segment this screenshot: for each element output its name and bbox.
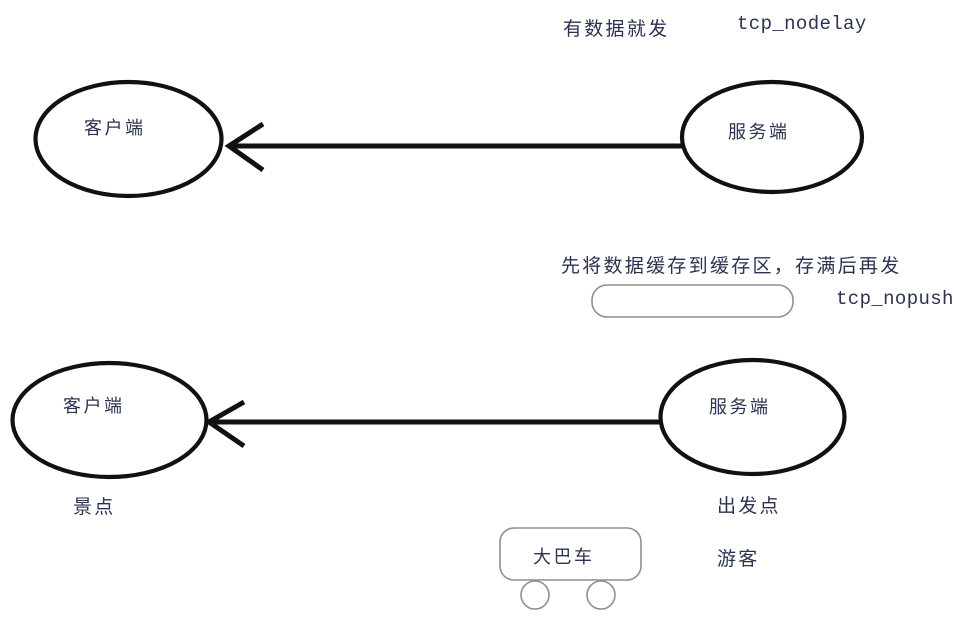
annotation-nodelay-cjk: 有数据就发 [563, 19, 670, 40]
client-sublabel-scenic-spot: 景点 [73, 497, 116, 518]
client-label-top: 客户端 [84, 118, 146, 138]
server-label-top: 服务端 [728, 122, 790, 142]
annotation-nodelay-option: tcp_nodelay [737, 13, 867, 35]
bus-wheel-rear-icon [586, 580, 616, 610]
annotation-nopush-cjk: 先将数据缓存到缓存区，存满后再发 [561, 256, 902, 277]
server-ellipse-bottom [658, 357, 847, 477]
server-sublabel-departure-point: 出发点 [717, 496, 781, 517]
server-ellipse-top [679, 79, 865, 195]
passenger-label: 游客 [717, 549, 760, 570]
client-label-bottom: 客户端 [63, 396, 125, 416]
bus-wheel-front-icon [520, 580, 550, 610]
bus-body [499, 527, 642, 581]
client-ellipse-top [33, 79, 224, 199]
annotation-nopush-option: tcp_nopush [836, 288, 954, 310]
server-label-bottom: 服务端 [709, 397, 771, 417]
bus-label: 大巴车 [533, 547, 595, 567]
arrow-head-bottom [204, 399, 246, 449]
client-ellipse-bottom [10, 360, 209, 480]
arrow-head-top [224, 121, 265, 173]
buffer-box [591, 284, 794, 318]
